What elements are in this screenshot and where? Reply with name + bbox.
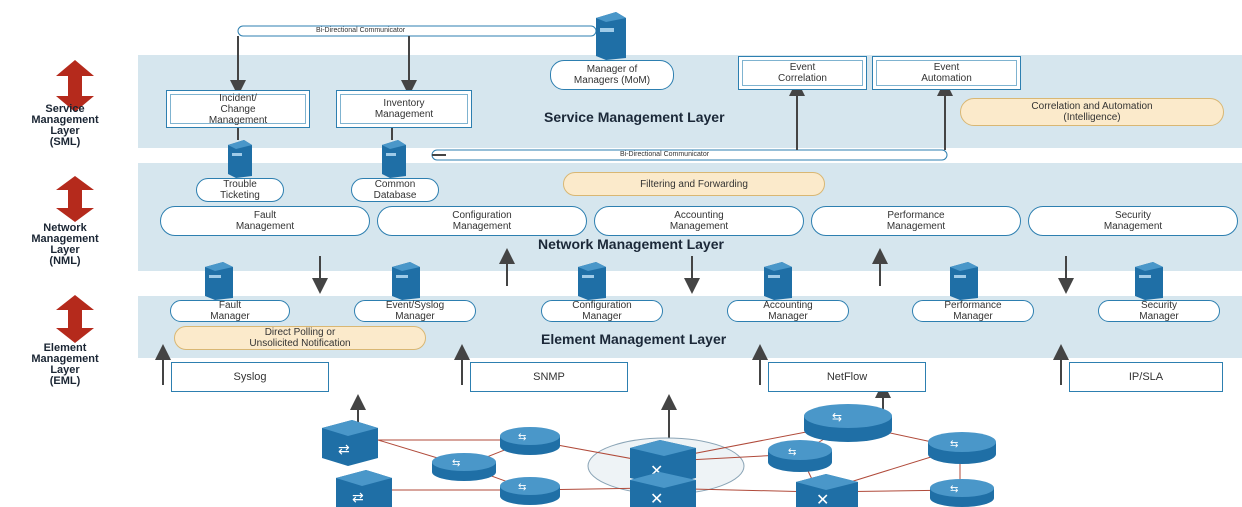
protocol-snmp: SNMP xyxy=(470,362,628,392)
trouble-ticketing-server-icon xyxy=(228,140,252,178)
router-icon: ⇆ xyxy=(432,453,496,481)
svg-text:⇄: ⇄ xyxy=(338,442,350,458)
accounting-manager: Accounting Manager xyxy=(727,300,849,322)
core-switch-icon: ✕ xyxy=(796,474,858,507)
trouble-ticketing: Trouble Ticketing xyxy=(196,178,284,202)
svg-text:⇆: ⇆ xyxy=(950,484,958,495)
svg-text:⇆: ⇆ xyxy=(518,432,526,443)
svg-text:⇆: ⇆ xyxy=(788,447,796,458)
core-switch-icon: ✕ xyxy=(630,472,696,507)
security-management: Security Management xyxy=(1028,206,1238,236)
common-database-server-icon xyxy=(382,140,406,178)
svg-text:⇄: ⇄ xyxy=(352,490,364,506)
top-communicator-label: Bi-Directional Communicator xyxy=(316,27,406,34)
protocol-netflow: NetFlow xyxy=(768,362,926,392)
direct-polling-note: Direct Polling or Unsolicited Notificati… xyxy=(174,326,426,350)
router-icon: ⇆ xyxy=(500,477,560,505)
event-automation: Event Automation xyxy=(872,56,1021,90)
filtering-forwarding-note: Filtering and Forwarding xyxy=(563,172,825,196)
router-icon: ⇆ xyxy=(500,427,560,455)
event-syslog-manager-server-icon xyxy=(392,262,420,300)
svg-text:⇆: ⇆ xyxy=(832,410,842,424)
fault-management: Fault Management xyxy=(160,206,370,236)
router-icon: ⇆ xyxy=(928,432,996,464)
layer3-switch-icon: ⇄ xyxy=(322,420,378,466)
sml-double-arrow-icon xyxy=(56,60,94,112)
svg-text:✕: ✕ xyxy=(816,490,829,507)
configuration-management: Configuration Management xyxy=(377,206,587,236)
sml-title: Service Management Layer xyxy=(544,109,725,125)
eml-side-label: Element Management Layer (EML) xyxy=(31,342,99,387)
protocol-ipsla: IP/SLA xyxy=(1069,362,1223,392)
svg-text:✕: ✕ xyxy=(650,489,663,507)
event-correlation: Event Correlation xyxy=(738,56,867,90)
nml-title: Network Management Layer xyxy=(538,236,724,252)
configuration-manager-server-icon xyxy=(578,262,606,300)
svg-text:⇆: ⇆ xyxy=(452,458,460,469)
inventory-management: Inventory Management xyxy=(336,90,472,128)
accounting-management: Accounting Management xyxy=(594,206,804,236)
performance-manager-server-icon xyxy=(950,262,978,300)
layer3-switch-icon: ⇄ xyxy=(336,470,392,507)
router-icon: ⇆ xyxy=(768,440,832,472)
correlation-automation-note: Correlation and Automation (Intelligence… xyxy=(960,98,1224,126)
nml-side-label: Network Management Layer (NML) xyxy=(31,222,99,267)
configuration-manager: Configuration Manager xyxy=(541,300,663,322)
nml-double-arrow-icon xyxy=(56,176,94,222)
fault-manager-server-icon xyxy=(205,262,233,300)
eml-double-arrow-icon xyxy=(56,295,94,343)
router-icon: ⇆ xyxy=(804,404,892,442)
performance-manager: Performance Manager xyxy=(912,300,1034,322)
manager-of-managers: Manager of Managers (MoM) xyxy=(550,60,674,90)
performance-management: Performance Management xyxy=(811,206,1021,236)
security-manager-server-icon xyxy=(1135,262,1163,300)
bottom-communicator-label: Bi-Directional Communicator xyxy=(620,151,710,158)
accounting-manager-server-icon xyxy=(764,262,792,300)
sml-side-label: Service Management Layer (SML) xyxy=(31,103,99,148)
fault-manager: Fault Manager xyxy=(170,300,290,322)
router-icon: ⇆ xyxy=(930,479,994,507)
security-manager: Security Manager xyxy=(1098,300,1220,322)
common-database: Common Database xyxy=(351,178,439,202)
event-syslog-manager: Event/Syslog Manager xyxy=(354,300,476,322)
incident-change-management: Incident/ Change Management xyxy=(166,90,310,128)
mom-server-icon xyxy=(596,12,626,60)
protocol-syslog: Syslog xyxy=(171,362,329,392)
eml-title: Element Management Layer xyxy=(541,331,727,347)
svg-text:⇆: ⇆ xyxy=(950,439,958,450)
svg-text:⇆: ⇆ xyxy=(518,482,526,493)
